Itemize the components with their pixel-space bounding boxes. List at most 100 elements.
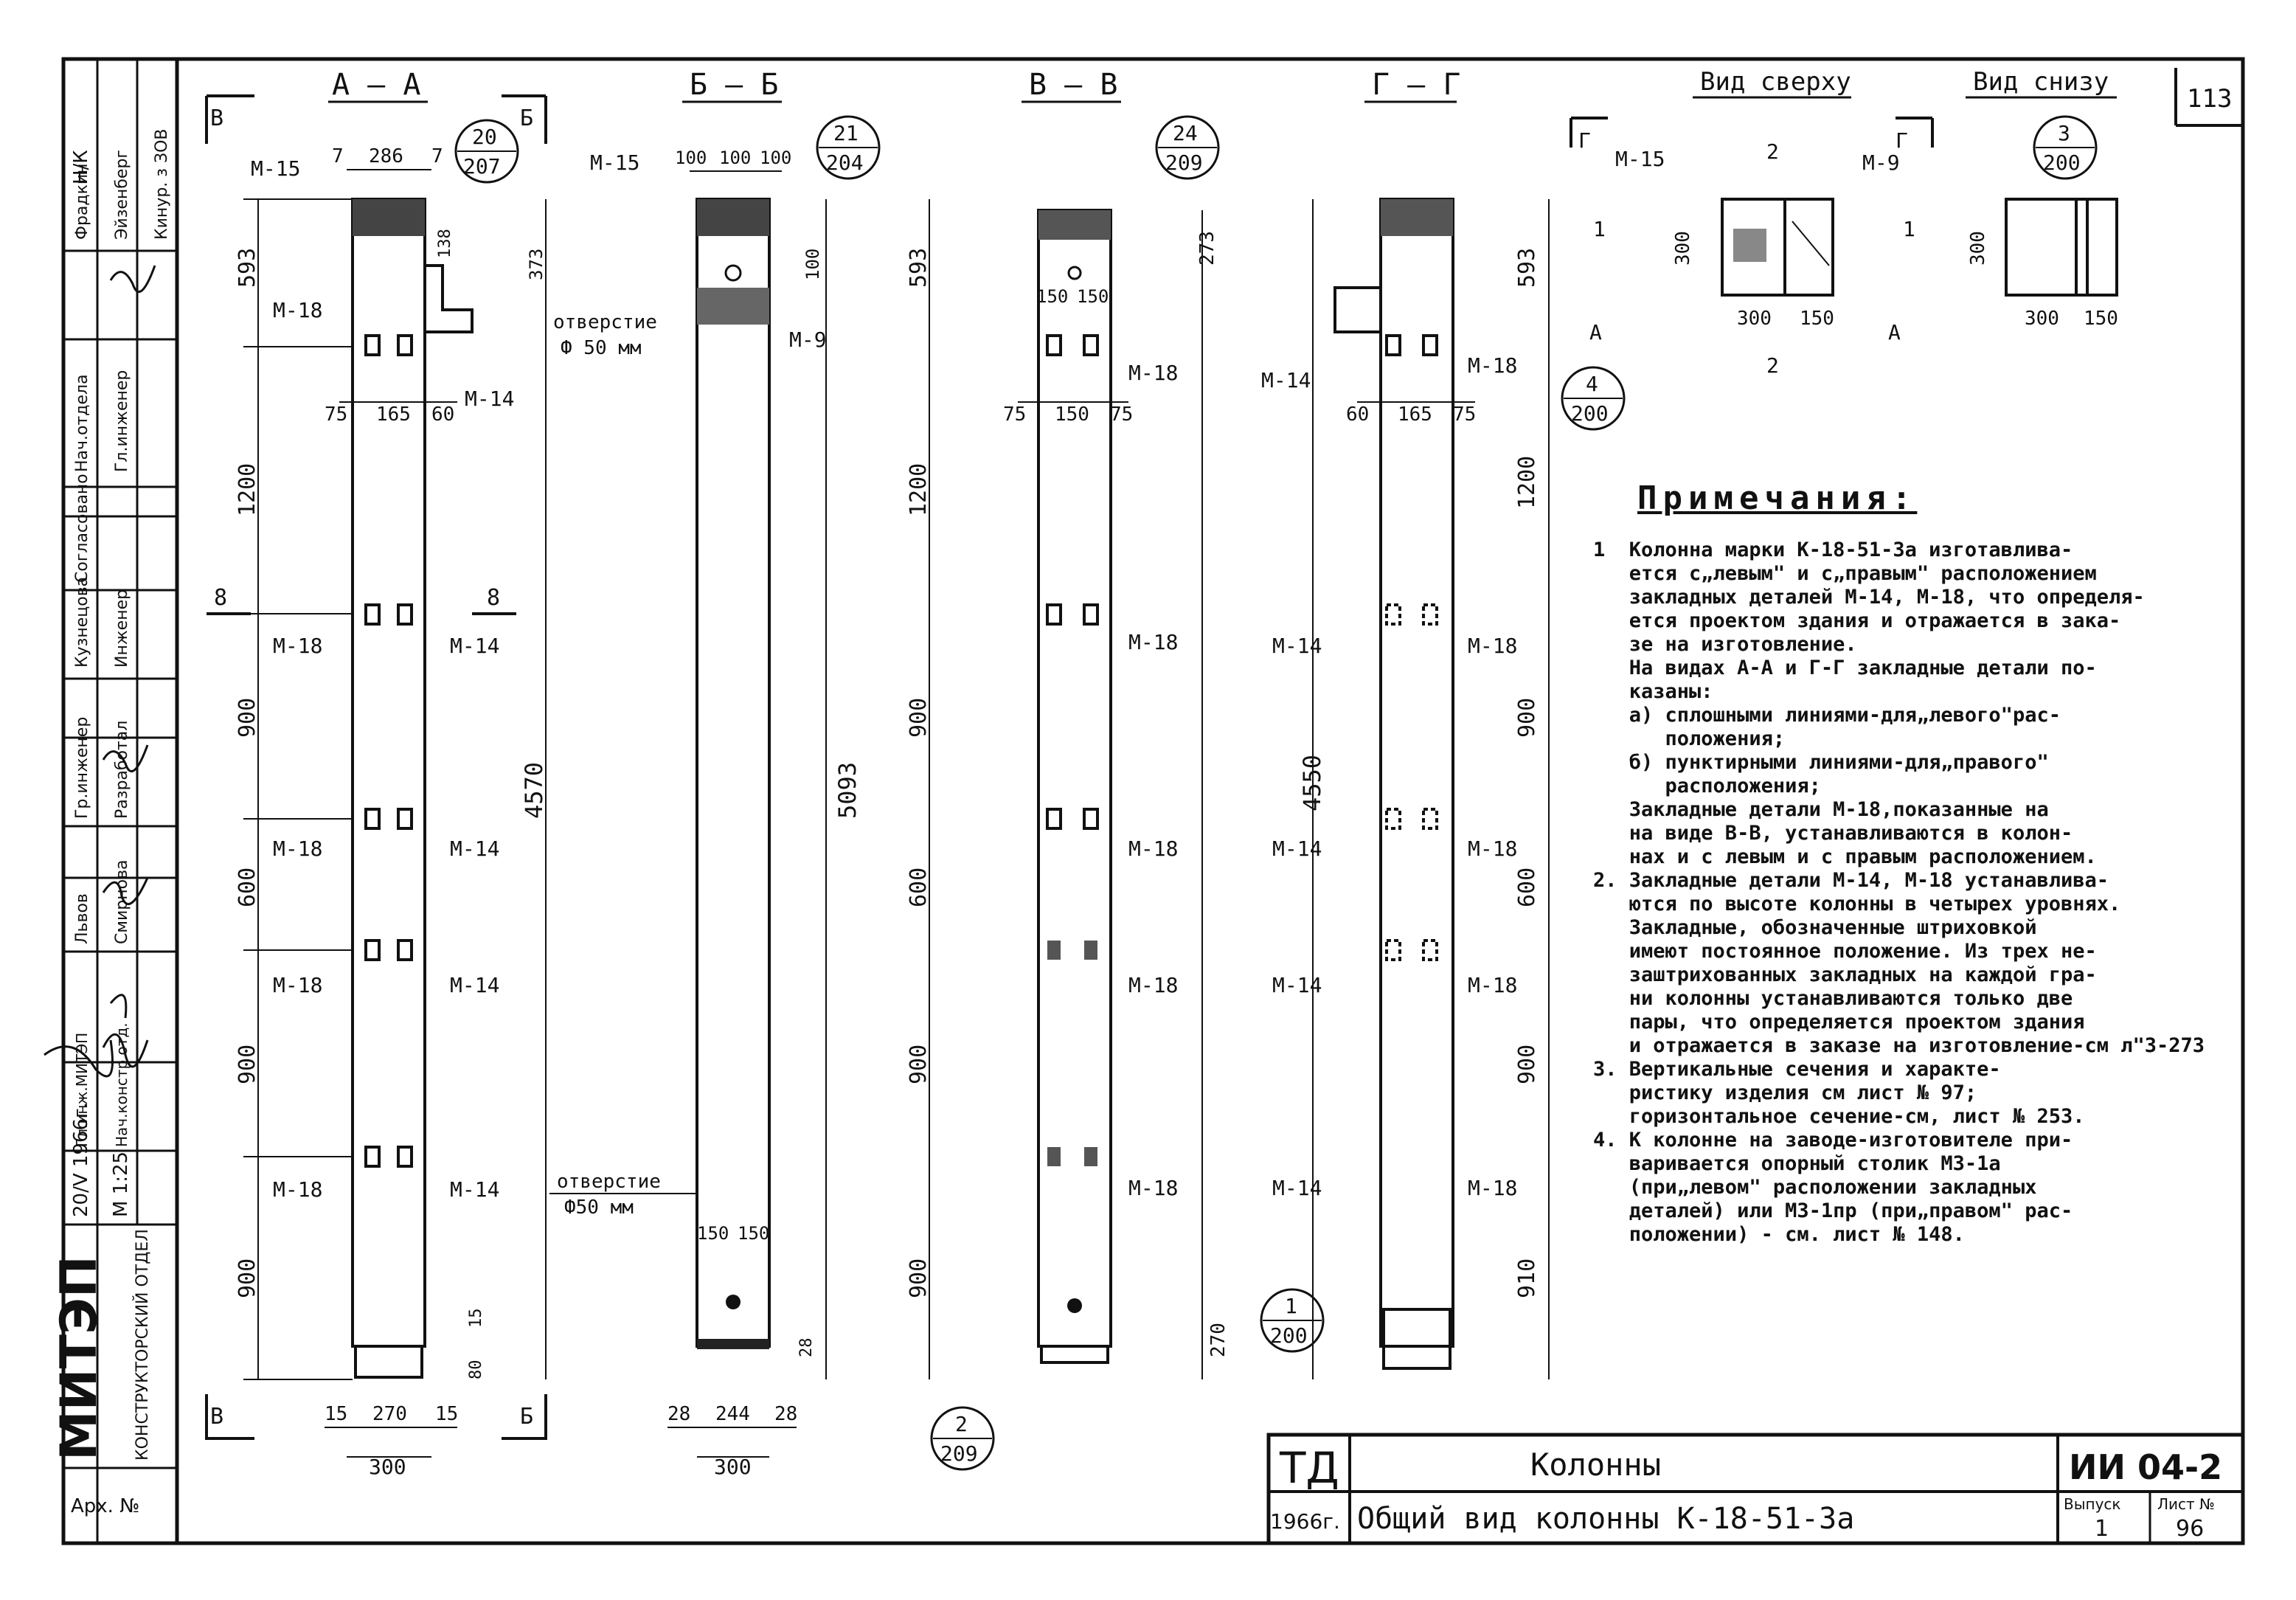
- hole-size: Ф50 мм: [564, 1196, 634, 1219]
- column-foot: [354, 1345, 423, 1379]
- note-line: ется с„левым" и с„правым" расположением: [1593, 562, 2097, 585]
- callout-circle: [816, 115, 881, 180]
- dim: 150: [2084, 308, 2118, 330]
- dim-hole: 150: [1077, 286, 1109, 307]
- hole-size: Ф 50 мм: [561, 337, 642, 359]
- mark-left: М-18: [273, 1177, 322, 1202]
- dim: 300: [1737, 308, 1772, 330]
- dim-left: 600: [235, 867, 260, 907]
- stamp-row-9: Львов: [73, 893, 91, 944]
- dim-bottom-small: 28: [797, 1338, 816, 1358]
- title-issue-label: Выпуск: [2064, 1495, 2121, 1513]
- section-mark: 2: [1766, 139, 1779, 164]
- section-mark: 1: [1903, 217, 1915, 241]
- section-mark: Г: [1896, 128, 1908, 153]
- section-mark: А: [1589, 320, 1602, 344]
- signature: [102, 877, 149, 906]
- note-line: На видах А-А и Г-Г закладные детали по-: [1593, 657, 2097, 679]
- dim-small: 138: [436, 229, 454, 258]
- mark-right: М-18: [1128, 361, 1178, 385]
- mark-right: М-18: [1468, 837, 1517, 861]
- signature: [44, 1039, 114, 1078]
- note-line: и отражается в заказе на изготовление-см…: [1593, 1034, 2205, 1057]
- dim-right: 1200: [1514, 456, 1540, 509]
- dim-total: 4570: [520, 762, 548, 819]
- sheet-border: [61, 57, 2245, 1545]
- hole: [724, 264, 742, 282]
- note-line: казаны:: [1593, 680, 1713, 703]
- dim-top: 100: [760, 148, 791, 168]
- signature: [102, 744, 149, 773]
- mark-left: М-14: [1272, 973, 1322, 997]
- dim-left: 1200: [906, 463, 932, 516]
- mark-right: М-18: [1128, 837, 1178, 861]
- note-line: ется проектом здания и отражается в зака…: [1593, 609, 2121, 632]
- dim-bottom: 28: [667, 1403, 690, 1425]
- hole: [1067, 266, 1082, 280]
- note-line: закладных деталей М-14, М-18, что опреде…: [1593, 586, 2145, 609]
- section-mark: 2: [1766, 353, 1779, 378]
- mark-left: М-14: [1272, 634, 1322, 658]
- stamp-top-2: Эйзенберг: [113, 150, 131, 240]
- view-b-b: Б — Б 5093 100 100 100 100 М-15 М-9 21 2…: [549, 68, 995, 1479]
- dim-mid: 150: [1055, 404, 1089, 426]
- mark-right: М-14: [450, 973, 499, 997]
- mark-top: М-15: [251, 156, 300, 181]
- mark-left: М-14: [1272, 1176, 1322, 1200]
- note-line: Закладные детали М-18,показанные на: [1593, 798, 2049, 821]
- stamp-row-10: Смирнова: [113, 859, 131, 944]
- callout-num: 21: [833, 121, 859, 145]
- note-line: Закладные, обозначенные штриховкой: [1593, 916, 2037, 939]
- note-line: ются по высоте колонны в четырех уровнях…: [1593, 893, 2121, 915]
- title-issue: 1: [2095, 1516, 2109, 1542]
- note-line: положения;: [1593, 727, 1786, 750]
- organization-name: МИТЭП: [50, 1256, 108, 1461]
- mark-right: М-18: [1128, 973, 1178, 997]
- mark-right: М-18: [1468, 1176, 1517, 1200]
- mark-right: М-14: [450, 1177, 499, 1202]
- dim-right: 900: [1514, 698, 1540, 738]
- note-line: варивается опорный столик МЗ-1а: [1593, 1152, 2001, 1175]
- mark-right: М-18: [1468, 973, 1517, 997]
- column-head: [697, 199, 769, 236]
- dim: 300: [2025, 308, 2059, 330]
- dim-small: 373: [526, 249, 547, 280]
- callout-num: 2: [955, 1412, 968, 1436]
- view-title: В — В: [1029, 68, 1117, 102]
- plan-outline: [2005, 198, 2118, 297]
- column-head-hatch: [697, 288, 769, 325]
- stamp-row-7: Гр.инженер: [73, 717, 91, 819]
- dim-mid: 165: [1398, 404, 1432, 426]
- bottom-view: Вид снизу 300 300 150 3 200: [1966, 67, 2118, 330]
- mark-right: М-18: [1468, 353, 1517, 378]
- dim-bottom-small: 80: [467, 1360, 485, 1380]
- column-foot: [1040, 1345, 1109, 1364]
- dim-top: 7: [431, 145, 443, 167]
- note-line: деталей) или МЗ-1пр (при„правом" рас-: [1593, 1199, 2073, 1222]
- dim-bottom: 15: [325, 1403, 347, 1425]
- mark-left: М-18: [273, 298, 322, 322]
- title-code: ТД: [1279, 1443, 1339, 1493]
- note-line: б) пунктирными линиями-для„правого": [1593, 751, 2049, 774]
- archive-label: Арх. №: [71, 1495, 139, 1517]
- mark-top: М-15: [590, 150, 639, 175]
- note-line: зе на изготовление.: [1593, 633, 1857, 656]
- dim-height: 300: [1672, 231, 1694, 266]
- dim-top-offset: 273: [1196, 231, 1218, 266]
- view-title: Б — Б: [690, 68, 778, 102]
- mark-right: М-14: [465, 387, 514, 411]
- hole-label: отверстие: [557, 1171, 661, 1193]
- dim-left: 1200: [235, 463, 260, 516]
- mark-left: М-18: [273, 837, 322, 861]
- stamp-top-1: Фрадкин: [73, 163, 91, 240]
- stamp-row-6: Инженер: [113, 589, 131, 668]
- title-name: Колонны: [1530, 1447, 1661, 1483]
- dim-left: 900: [235, 1258, 260, 1298]
- department-name: КОНСТРУКТОРСКИЙ ОТДЕЛ: [133, 1229, 152, 1461]
- section-mark: Б: [520, 1404, 533, 1430]
- dim-top: 100: [675, 148, 707, 168]
- dim-total: 5093: [833, 762, 861, 819]
- plan-hatch: [1733, 229, 1766, 262]
- section-mark: Г: [1578, 128, 1591, 153]
- note-line: горизонтальное сечение-см, лист № 253.: [1593, 1105, 2085, 1128]
